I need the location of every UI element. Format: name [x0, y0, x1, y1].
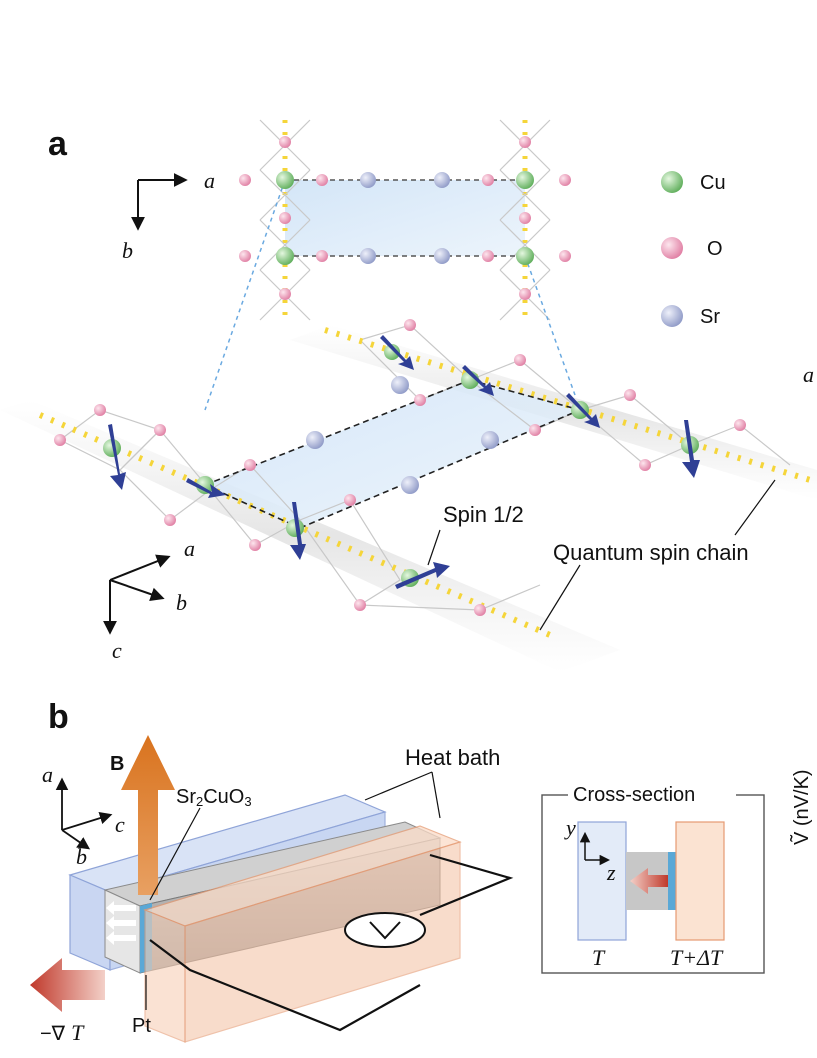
legend-item-cu: Cu	[661, 171, 726, 194]
panel-b-label: b	[48, 698, 69, 736]
cross-section-title: Cross-section	[573, 784, 695, 806]
heat-bath-label: Heat bath	[405, 745, 500, 770]
legend-o-label: O	[707, 238, 723, 260]
panel-b-axis-c-label: c	[115, 812, 125, 837]
cross-section-y-label: y	[564, 815, 576, 840]
voltmeter-icon	[344, 912, 426, 948]
panel-a-label: a	[48, 125, 68, 163]
top-lattice	[204, 119, 576, 411]
o-atom-icon	[661, 237, 683, 259]
right-edge-axis-label: a	[803, 362, 814, 387]
right-axis-label: Ṽ (nV/K)	[789, 769, 813, 845]
gradient-label: −∇	[40, 1023, 66, 1045]
legend-cu-label: Cu	[700, 172, 726, 194]
svg-text:−∇T: −∇T	[40, 1020, 85, 1045]
field-b-label: B	[110, 753, 124, 775]
atom-legend: Cu O Sr	[661, 171, 726, 328]
quantum-spin-chain-label: Quantum spin chain	[553, 540, 749, 565]
legend-sr-label: Sr	[700, 306, 720, 328]
panel-b-axis-b-label: b	[76, 844, 87, 869]
temperature-gradient-arrow: −∇T	[30, 958, 105, 1045]
legend-item-sr: Sr	[661, 305, 720, 328]
panel-a: a a b	[0, 119, 817, 672]
cu-atom-icon	[661, 171, 683, 193]
cross-section-left-temp: T	[592, 945, 606, 970]
bottom-axis-c-label: c	[112, 638, 122, 663]
bottom-axis-b-label: b	[176, 590, 187, 615]
pt-label: Pt	[132, 1015, 151, 1037]
top-axis-a-label: a	[204, 168, 215, 193]
bottom-axis-a-label: a	[184, 536, 195, 561]
magnetic-field-arrow: B	[110, 735, 175, 895]
cross-section-z-label: z	[606, 860, 616, 885]
spin-arrows	[103, 335, 700, 589]
panel-b: b a c b	[30, 698, 813, 1045]
top-axes: a b	[122, 168, 215, 263]
sample-setup	[68, 794, 514, 1043]
gradient-symbol: T	[71, 1020, 85, 1045]
sr2cuo3-label: Sr2CuO3	[176, 786, 252, 809]
spin-chains-3d	[0, 319, 817, 672]
panel-b-axes: a c b	[42, 762, 125, 869]
cross-section-inset: Cross-section y z T T+ΔT	[541, 784, 765, 974]
panel-b-axis-a-label: a	[42, 762, 53, 787]
legend-item-o: O	[661, 237, 723, 260]
spin-label: Spin 1/2	[443, 502, 524, 527]
bottom-axes: a b c	[103, 536, 195, 663]
top-axis-b-label: b	[122, 238, 133, 263]
sr-atom-icon	[661, 305, 683, 327]
cross-section-right-temp: T+ΔT	[670, 945, 724, 970]
